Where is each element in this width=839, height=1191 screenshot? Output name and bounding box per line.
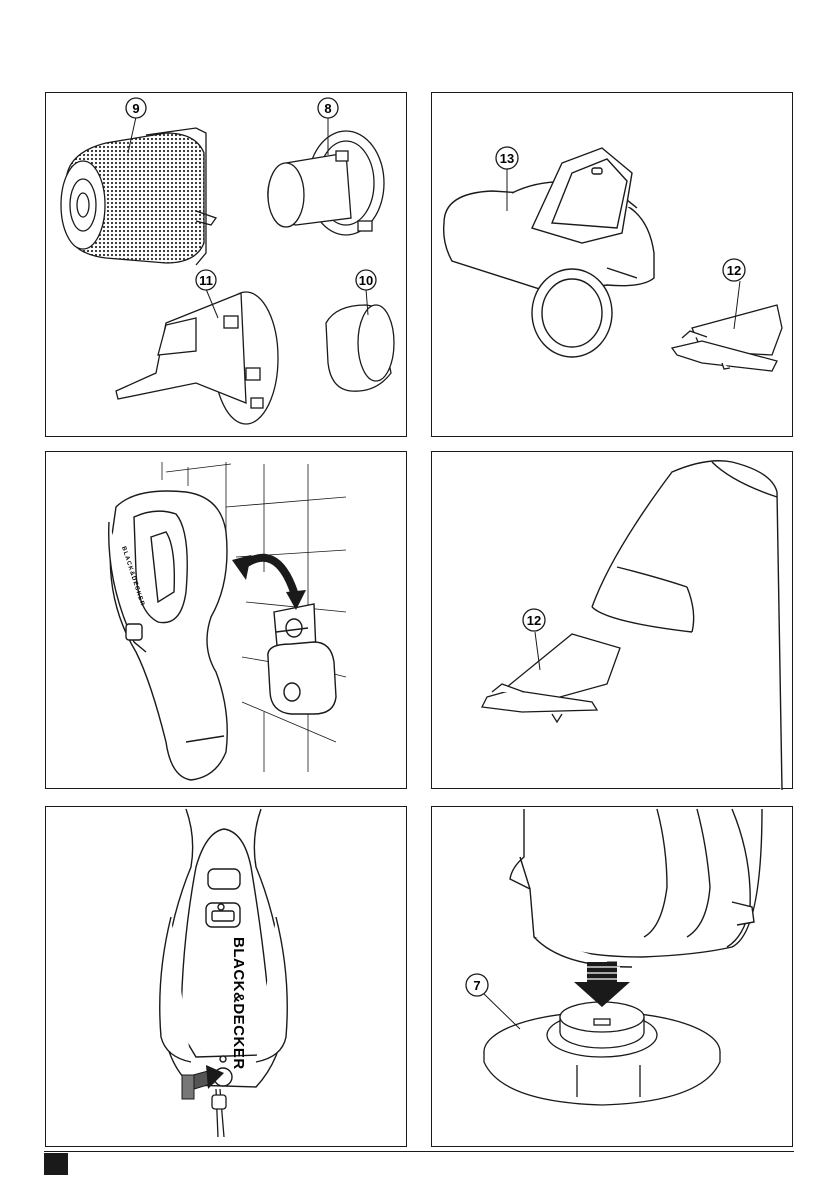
panel-plug-charger: BLACK&DECKER xyxy=(45,806,407,1147)
attach-accessory-illustration: 12 xyxy=(432,452,794,790)
filter-8-cone-drawing xyxy=(268,131,384,235)
panel-charger-accessory: 13 12 xyxy=(431,92,793,437)
callout-10: 10 xyxy=(359,273,373,288)
filters-illustration: 9 8 11 10 xyxy=(46,93,408,438)
body-brand-label: BLACK&DECKER xyxy=(230,937,247,1070)
callout-12: 12 xyxy=(727,263,741,278)
panel-wall-mount: BLACK&DECKER xyxy=(45,451,407,789)
callout-13: 13 xyxy=(500,151,514,166)
wall-mount-illustration: BLACK&DECKER xyxy=(46,452,408,790)
charging-base-illustration: 7 xyxy=(432,807,794,1148)
filter-11-nozzle-drawing xyxy=(116,292,278,424)
callout-12-attach: 12 xyxy=(527,613,541,628)
panel-filters: 9 8 11 10 xyxy=(45,92,407,437)
footer-rule xyxy=(44,1151,794,1152)
footer-page-marker xyxy=(44,1153,68,1175)
filter-9-mesh-drawing xyxy=(61,128,216,265)
callout-8: 8 xyxy=(324,101,331,116)
filter-10-foam-drawing xyxy=(326,305,394,391)
panel-charging-base: 7 xyxy=(431,806,793,1147)
callout-11: 11 xyxy=(199,273,213,288)
panel-attach-accessory: 12 xyxy=(431,451,793,789)
callout-7: 7 xyxy=(473,978,480,993)
plug-charger-illustration: BLACK&DECKER xyxy=(46,807,408,1148)
charger-illustration: 13 12 xyxy=(432,93,794,438)
callout-9: 9 xyxy=(132,101,139,116)
